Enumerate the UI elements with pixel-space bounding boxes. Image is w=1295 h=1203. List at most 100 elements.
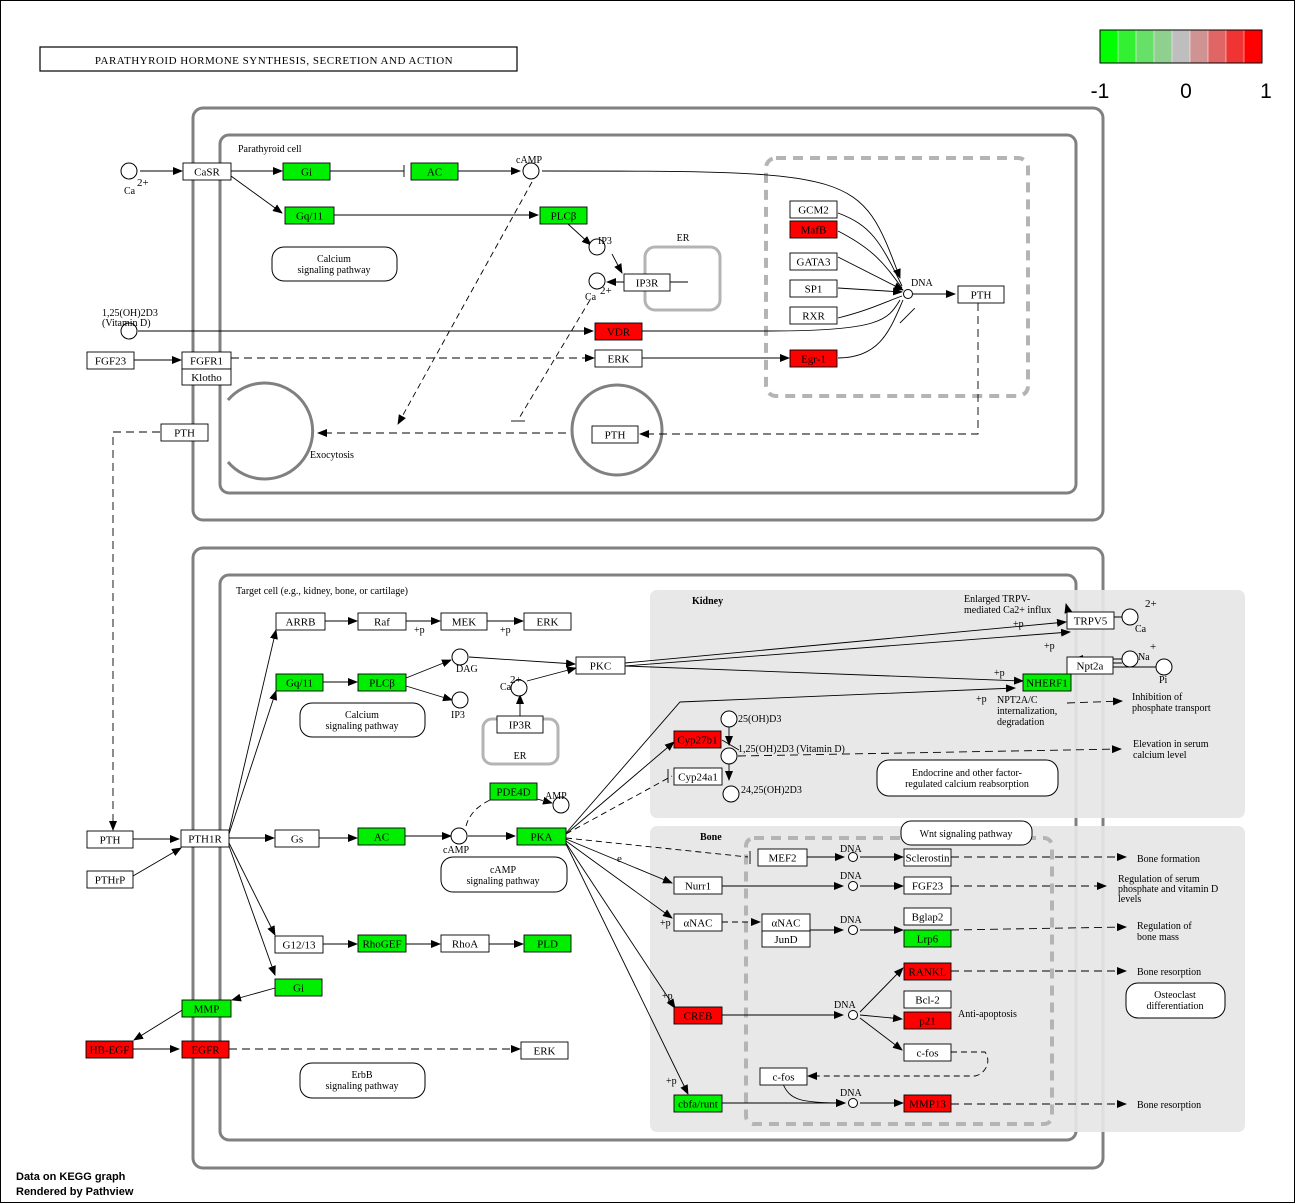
- gene-node-mafb[interactable]: MafB: [789, 220, 838, 239]
- gene-box-plcb1[interactable]: [539, 206, 588, 225]
- gene-box-gi1[interactable]: [282, 162, 331, 181]
- gene-node-pkc[interactable]: PKC: [575, 656, 626, 675]
- gene-box-mafb[interactable]: [789, 220, 838, 239]
- gene-box-pth_sec[interactable]: [160, 423, 209, 442]
- gene-box-lrp6[interactable]: [903, 929, 952, 948]
- gene-box-trpv5[interactable]: [1066, 611, 1115, 630]
- gene-box-rhoa[interactable]: [440, 934, 490, 953]
- gene-node-casr[interactable]: CaSR: [182, 162, 232, 181]
- gene-box-rhogef[interactable]: [357, 934, 407, 953]
- gene-node-gq1[interactable]: Gq/11: [284, 206, 335, 225]
- gene-box-ac1[interactable]: [410, 162, 459, 181]
- gene-node-pde4d[interactable]: PDE4D: [489, 782, 538, 801]
- gene-node-erk2[interactable]: ERK: [523, 612, 572, 631]
- gene-node-nherf1[interactable]: NHERF1: [1022, 673, 1072, 692]
- gene-node-pld[interactable]: PLD: [523, 934, 572, 953]
- gene-node-gs[interactable]: Gs: [274, 829, 320, 848]
- gene-box-pth_top[interactable]: [957, 285, 1005, 304]
- gene-node-pth_sec[interactable]: PTH: [160, 423, 209, 442]
- gene-node-bglap2[interactable]: Bglap2: [903, 907, 952, 926]
- gene-node-ip3r1[interactable]: IP3R: [623, 273, 671, 292]
- gene-node-fgf23_a[interactable]: FGF23: [86, 351, 135, 370]
- gene-box-erk3[interactable]: [520, 1041, 569, 1060]
- gene-box-erk2[interactable]: [523, 612, 572, 631]
- gene-node-mek[interactable]: MEK: [440, 612, 488, 631]
- gene-box-cfos1[interactable]: [903, 1043, 952, 1062]
- gene-box-plcb2[interactable]: [357, 673, 407, 692]
- pathway-links[interactable]: [271, 246, 1226, 1099]
- gene-node-erk1[interactable]: ERK: [594, 349, 643, 368]
- gene-node-ac1[interactable]: AC: [410, 162, 459, 181]
- gene-node-cyp24a1[interactable]: Cyp24a1: [673, 767, 723, 786]
- gene-node-klotho[interactable]: Klotho: [181, 368, 232, 386]
- gene-node-anac2[interactable]: αNAC: [761, 913, 811, 932]
- gene-box-cfos2[interactable]: [759, 1067, 808, 1086]
- gene-node-trpv5[interactable]: TRPV5: [1066, 611, 1115, 630]
- gene-box-rxr[interactable]: [789, 306, 838, 325]
- gene-node-sclerostin[interactable]: Sclerostin: [903, 848, 952, 867]
- gene-node-ip3r2[interactable]: IP3R: [496, 715, 544, 734]
- gene-box-fgf23_b[interactable]: [903, 876, 952, 895]
- gene-box-ip3r2[interactable]: [496, 715, 544, 734]
- gene-node-gata3[interactable]: GATA3: [789, 252, 838, 271]
- gene-node-rhoa[interactable]: RhoA: [440, 934, 490, 953]
- gene-node-anac1[interactable]: αNAC: [673, 913, 723, 932]
- gene-node-rankl[interactable]: RANKL: [903, 962, 952, 981]
- camp-pathway-link[interactable]: [440, 856, 568, 893]
- gene-box-cyp27b1[interactable]: [673, 730, 722, 749]
- gene-box-anac1[interactable]: [673, 913, 723, 932]
- gene-box-erk1[interactable]: [594, 349, 643, 368]
- gene-node-pth_ves[interactable]: PTH: [591, 425, 639, 444]
- gene-node-pth_blood[interactable]: PTH: [86, 830, 134, 849]
- gene-box-p21[interactable]: [903, 1011, 952, 1030]
- gene-box-gata3[interactable]: [789, 252, 838, 271]
- gene-box-nherf1[interactable]: [1022, 673, 1072, 692]
- gene-box-pth1r[interactable]: [180, 829, 230, 848]
- gene-node-bcl2[interactable]: Bcl-2: [903, 990, 952, 1009]
- gene-box-raf[interactable]: [357, 612, 407, 631]
- gene-node-arrb[interactable]: ARRB: [275, 612, 326, 631]
- gene-node-gcm2[interactable]: GCM2: [789, 200, 838, 219]
- gene-box-bglap2[interactable]: [903, 907, 952, 926]
- gene-node-plcb2[interactable]: PLCβ: [357, 673, 407, 692]
- gene-box-vdr[interactable]: [594, 322, 643, 341]
- gene-box-gcm2[interactable]: [789, 200, 838, 219]
- gene-node-pka[interactable]: PKA: [516, 827, 567, 846]
- gene-box-casr[interactable]: [182, 162, 232, 181]
- gene-box-g1213[interactable]: [274, 935, 324, 954]
- gene-node-vdr[interactable]: VDR: [594, 322, 643, 341]
- gene-box-bcl2[interactable]: [903, 990, 952, 1009]
- gene-node-cfos2[interactable]: c-fos: [759, 1067, 808, 1086]
- gene-box-gq1[interactable]: [284, 206, 335, 225]
- gene-box-pth_ves[interactable]: [591, 425, 639, 444]
- gene-node-gi2[interactable]: Gi: [274, 978, 323, 997]
- gene-box-pkc[interactable]: [575, 656, 626, 675]
- gene-box-gq2[interactable]: [275, 673, 324, 692]
- calcium-pathway-link-2[interactable]: [299, 702, 426, 738]
- gene-node-raf[interactable]: Raf: [357, 612, 407, 631]
- gene-box-mek[interactable]: [440, 612, 488, 631]
- gene-node-sp1[interactable]: SP1: [789, 279, 838, 298]
- calcium-pathway-link-1[interactable]: [271, 246, 398, 282]
- gene-box-egr1[interactable]: [789, 349, 838, 368]
- gene-node-gq2[interactable]: Gq/11: [275, 673, 324, 692]
- gene-node-nurr1[interactable]: Nurr1: [673, 876, 723, 895]
- gene-node-egfr[interactable]: EGFR: [181, 1040, 230, 1059]
- gene-box-pthrp[interactable]: [86, 870, 134, 889]
- gene-box-mmp13[interactable]: [903, 1094, 952, 1113]
- gene-node-egr1[interactable]: Egr-1: [789, 349, 838, 368]
- gene-box-egfr[interactable]: [181, 1040, 230, 1059]
- gene-node-pth1r[interactable]: PTH1R: [180, 829, 230, 848]
- gene-box-sp1[interactable]: [789, 279, 838, 298]
- gene-box-ac2[interactable]: [357, 827, 406, 846]
- gene-box-gi2[interactable]: [274, 978, 323, 997]
- gene-box-gs[interactable]: [274, 829, 320, 848]
- gene-node-plcb1[interactable]: PLCβ: [539, 206, 588, 225]
- gene-node-jund[interactable]: JunD: [761, 930, 811, 948]
- gene-node-pthrp[interactable]: PTHrP: [86, 870, 134, 889]
- gene-node-creb[interactable]: CREB: [673, 1006, 723, 1025]
- gene-box-npt2a[interactable]: [1066, 656, 1114, 675]
- gene-box-arrb[interactable]: [275, 612, 326, 631]
- gene-node-cyp27b1[interactable]: Cyp27b1: [673, 730, 722, 749]
